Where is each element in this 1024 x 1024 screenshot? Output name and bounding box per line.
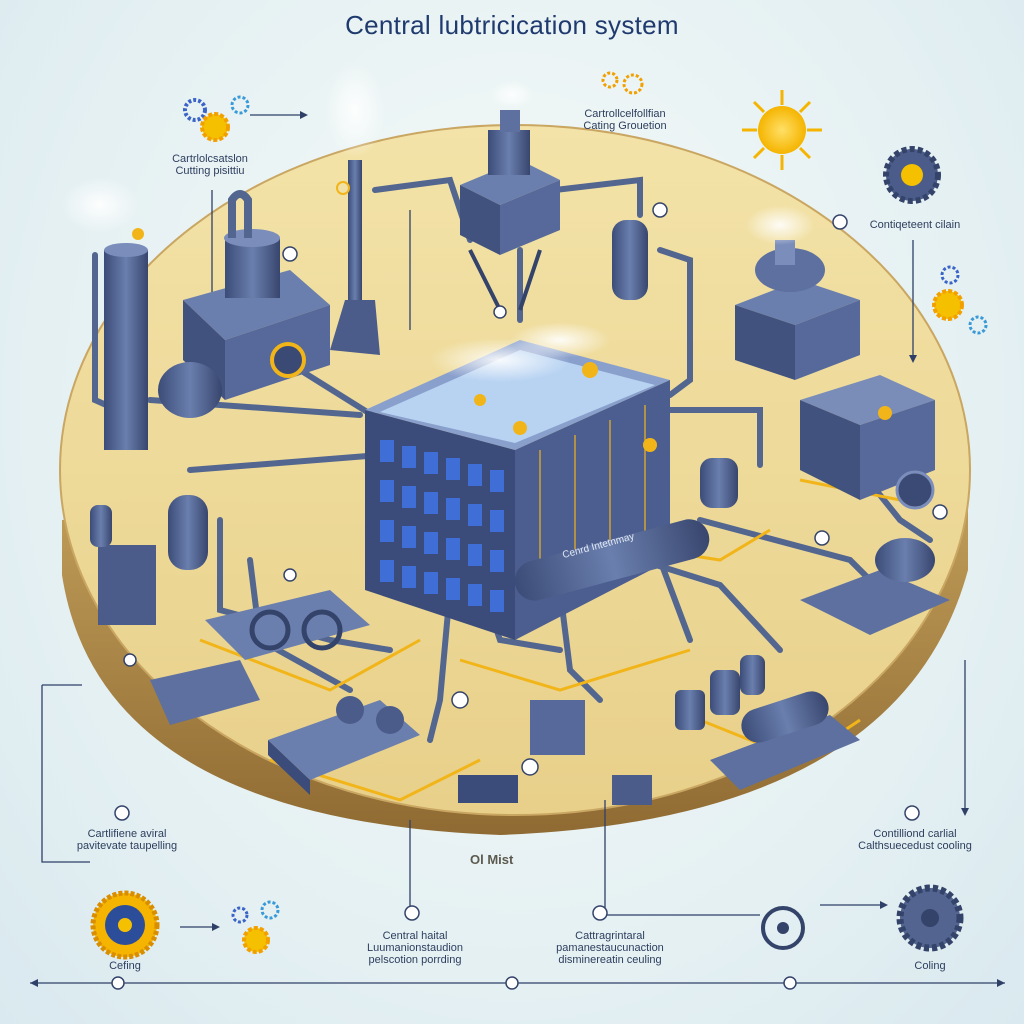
gear-icon xyxy=(883,146,941,204)
gear-icon xyxy=(601,71,644,95)
caption-bottom-right: Contilliond carlial Calthsuecedust cooli… xyxy=(858,828,972,852)
right-tower-unit xyxy=(735,205,860,380)
right-machine-box xyxy=(800,375,935,510)
caption-bottom-center-left: Central haital Luumanionstaudion pelscot… xyxy=(366,930,464,966)
elevated-tower xyxy=(460,81,648,311)
page-title: Central lubtricication system xyxy=(345,10,679,40)
caption-top-center: Cartrollcelfollfian Cating Grouetion xyxy=(583,108,667,132)
caption-bottom-center-right: Cattragrintaral pamanestaucunaction dism… xyxy=(556,930,664,966)
building-windows xyxy=(380,440,504,612)
caption-bottom-left: Cartlifiene aviral pavitevate taupelling xyxy=(76,828,178,852)
gear-icon xyxy=(90,890,160,960)
oil-mist-label: Ol Mist xyxy=(470,852,514,867)
gear-icon xyxy=(896,884,964,952)
gear-icon xyxy=(932,265,988,335)
gear-icon xyxy=(183,95,250,142)
caption-top-right: Contiqeteent cilain xyxy=(869,219,961,231)
main-building: Cenrd Intetnmay xyxy=(365,322,738,640)
chimney xyxy=(325,62,385,355)
left-tower xyxy=(60,177,148,450)
sun-icon xyxy=(742,90,822,170)
lower-left-machinery xyxy=(90,362,370,725)
caption-footer-right: Coling xyxy=(914,960,946,972)
caption-top-left: Cartrlolcsatslon Cutting pisittiu xyxy=(172,153,248,177)
wheel-icon xyxy=(761,906,805,950)
arrow-heads xyxy=(30,111,1005,987)
marker-badges xyxy=(111,202,948,990)
gear-icon xyxy=(231,900,280,954)
caption-footer-left: Cefing xyxy=(109,960,141,972)
bottom-machinery xyxy=(268,538,950,805)
